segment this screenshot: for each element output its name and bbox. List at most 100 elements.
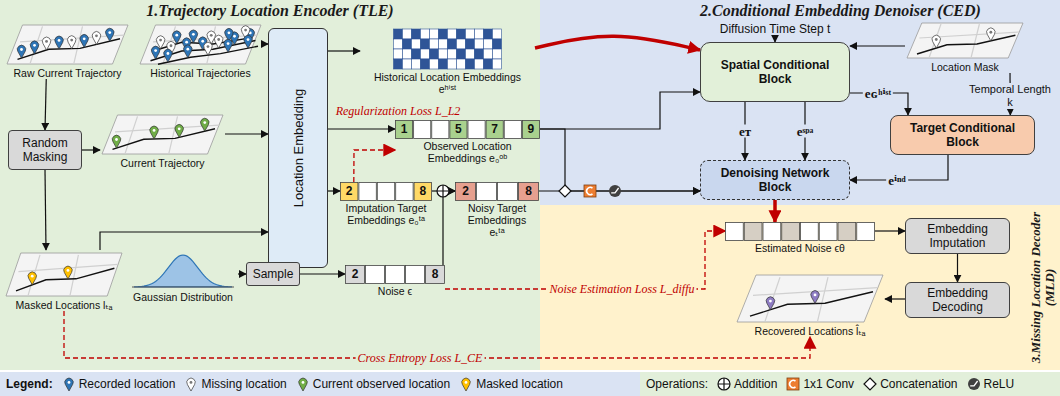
legend-text: Missing location (201, 377, 286, 391)
flow-arrow (885, 298, 905, 299)
map-tile (737, 275, 883, 322)
location-pin (462, 378, 470, 391)
location-pin (30, 41, 38, 54)
embedding-cell (475, 29, 484, 39)
legend-item: Concatenation (862, 376, 957, 392)
legend-bar: Operations:Addition1x1 ConvConcatenation… (640, 372, 1060, 396)
trajectory-map: Historical Trajectories (138, 22, 263, 79)
pin-dot (108, 31, 111, 34)
trajectory-map: Masked Locations lₜₐ (4, 250, 124, 311)
embedding-cell (430, 39, 439, 49)
flow-arrow (328, 50, 360, 51)
trajectory-map (100, 112, 225, 156)
flow-arrow (443, 191, 455, 265)
trajectory-map (5, 22, 130, 66)
legend-text: Masked location (476, 377, 563, 391)
figure-caption: Location Mask (905, 60, 1025, 73)
embedding-cell (439, 29, 448, 39)
loss-label: Cross Entropy Loss L_CE (356, 352, 485, 365)
embedding-cell (493, 59, 502, 69)
embedding-cell (396, 183, 413, 201)
legend-text: Addition (734, 377, 777, 391)
pin-dot (935, 38, 938, 41)
embedding-row: 28Noise ϵ (345, 265, 445, 297)
location-pin (204, 42, 212, 55)
relu-symbol (611, 188, 618, 193)
embedding-row: 28Imputation Target Embeddings e₀ᵗᵃ (340, 182, 432, 226)
pin-dot (153, 129, 156, 132)
embedding-cell (403, 39, 412, 49)
embedding-row: 1579Observed Location Embeddings e₀ᵒᵇ (395, 120, 540, 164)
embedding-cell (448, 39, 457, 49)
pin-dot (207, 45, 210, 48)
legend-text: 1x1 Conv (803, 377, 854, 391)
location-pin (244, 35, 252, 48)
embedding-cell (430, 59, 439, 69)
pin-dot (20, 48, 23, 51)
trajectory-map (735, 272, 885, 324)
embedding-cell (522, 121, 539, 139)
pin-dot (167, 52, 170, 55)
panel-background (540, 205, 1060, 370)
panel-heading: 3.Missing Location Decoder (MLD) (1029, 208, 1057, 367)
map-road (765, 277, 780, 321)
pin-dot (227, 42, 230, 45)
map-tile (140, 25, 261, 64)
pin-dot (233, 35, 236, 38)
trajectory-line (113, 129, 216, 150)
pin-dot (170, 44, 173, 47)
embedding-cell (519, 183, 539, 201)
box-label: Target Conditional Block (897, 121, 1028, 149)
cell-number: 7 (486, 120, 504, 139)
conv-symbol (787, 378, 799, 390)
map-tile (6, 253, 122, 296)
panel-background (540, 0, 1060, 205)
location-pin (173, 31, 181, 44)
embedding-cell (450, 121, 467, 139)
embedding-cell (819, 223, 837, 241)
cell-number: 8 (425, 265, 445, 284)
edge-label: Temporal Length k (966, 83, 1054, 109)
process-box: Sample (246, 262, 300, 286)
process-box: Embedding Decoding (905, 282, 1010, 318)
flow-arrow (238, 273, 246, 274)
embedding-cell (439, 39, 448, 49)
map-road (971, 24, 979, 58)
pin-dot (95, 34, 98, 37)
flow-arrow (957, 254, 958, 282)
embedding-cell (475, 59, 484, 69)
cell-number: 2 (345, 265, 365, 284)
embedding-cell (414, 183, 431, 201)
pin-dot (465, 381, 468, 384)
embedding-cell (466, 59, 475, 69)
map-tile (907, 23, 1023, 58)
embedding-cell (484, 49, 493, 59)
flow-arrow (540, 129, 700, 191)
process-box: Spatial Conditional Block (700, 42, 850, 102)
cell-number: 9 (522, 120, 540, 139)
panel-background (0, 0, 540, 370)
legend-item: ReLU (966, 376, 1015, 392)
trajectory-map: Current Trajectory (100, 112, 225, 169)
embedding-row (345, 265, 445, 284)
panel-heading: 1.Trajectory Location Encoder (TLE) (0, 2, 540, 20)
conv-symbol (587, 187, 593, 194)
box-label: Embedding Imputation (912, 222, 1003, 250)
location-pin (92, 32, 100, 45)
pin-dot (247, 38, 250, 41)
edge-label: eᴛ (737, 125, 753, 138)
process-box: Embedding Imputation (905, 218, 1010, 254)
embedding-row (340, 182, 432, 201)
cell-number: 2 (455, 182, 476, 201)
concat-symbol (864, 378, 876, 390)
location-pin (67, 36, 75, 49)
embedding-cell (857, 223, 875, 241)
gaussian-curve (134, 255, 232, 287)
map-tile (7, 25, 128, 64)
embedding-cell (801, 223, 819, 241)
addition-symbol (718, 378, 730, 390)
embedding-cell (394, 59, 403, 69)
flow-arrow (875, 230, 905, 231)
embedding-cell (421, 59, 430, 69)
pin-dot (154, 49, 157, 52)
